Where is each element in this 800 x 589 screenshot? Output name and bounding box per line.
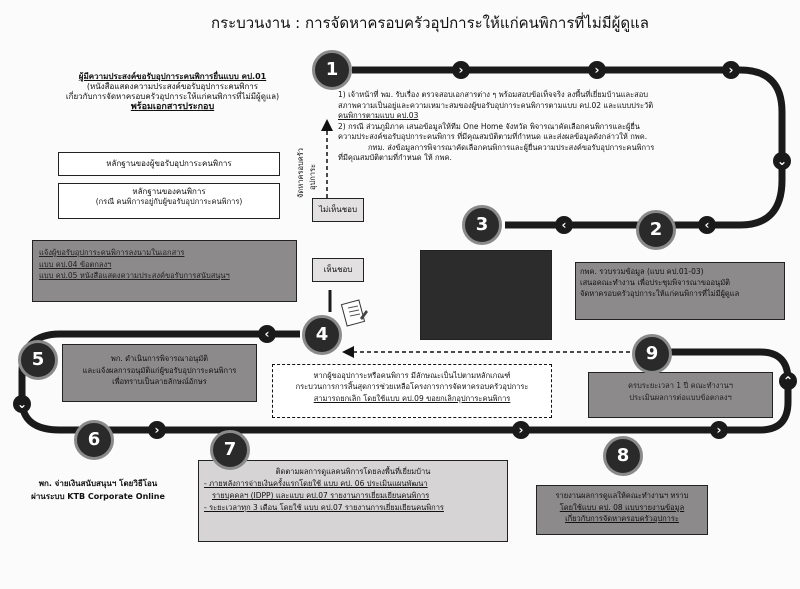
chevron-right-icon: › xyxy=(512,421,530,439)
notify-box: แจ้งผู้ขอรับอุปการะคนพิการลงนามในเอกสาร … xyxy=(32,240,297,302)
applicant-sub-2: เกี่ยวกับการจัดหาครอบครัวอุปการะให้แก่คน… xyxy=(65,92,280,101)
chevron-down-icon: ⌄ xyxy=(13,395,31,413)
step9-line-1: ครบระยะเวลา 1 ปี คณะทำงานฯ xyxy=(628,381,733,390)
step1-p5: ความประสงค์ขอรับอุปการะคนพิการ ที่มีคุณส… xyxy=(338,132,648,141)
doc2-line-2: (กรณี คนพิการอยู่กับผู้ขอรับอุปการะคนพิก… xyxy=(95,197,243,206)
step-9-badge: 9 xyxy=(632,334,672,374)
step3-box xyxy=(420,250,552,340)
step-7-badge: 7 xyxy=(210,430,250,470)
step5-line-1: พก. ดำเนินการพิจารณาอนุมัติ xyxy=(110,354,209,363)
step1-text: 1) เจ้าหน้าที่ พม. รับเรื่อง ตรวจสอบเอกส… xyxy=(338,90,758,164)
step2-line-3: จัดหาครอบครัวอุปการะให้แก่คนพิการที่ไม่ม… xyxy=(580,288,740,298)
step1-p6: กทม. ส่งข้อมูลการพิจารณาคัดเลือกคนพิการแ… xyxy=(368,142,655,152)
chevron-right-icon: › xyxy=(710,421,728,439)
track-top xyxy=(352,66,786,229)
notify-line-1: แจ้งผู้ขอรับอุปการะคนพิการลงนามในเอกสาร xyxy=(39,248,185,257)
chevron-right-icon: › xyxy=(722,61,740,79)
step9-line-2: ประเมินผลการต่อแบบข้อตกลงฯ xyxy=(629,392,732,402)
step-2-badge: 2 xyxy=(636,210,676,250)
side-label-b: อุปการะ xyxy=(308,140,322,190)
step8-line-2: โดยใช้แบบ คป. 08 แบบรายงานข้อมูล xyxy=(559,502,685,512)
step-8-badge: 8 xyxy=(603,436,643,476)
docs-heading: พร้อมเอกสารประกอบ xyxy=(130,102,215,112)
doc2-line-1: หลักฐานของคนพิการ xyxy=(132,187,206,196)
not-agree-box: ไม่เห็นชอบ xyxy=(312,198,364,222)
step7-line-1: ติดตามผลการดูแลคนพิการโดยลงพื้นที่เยี่ยม… xyxy=(275,467,431,476)
step6-text: พก. จ่ายเงินสนับสนุนฯ โดยวิธีโอน ผ่านระบ… xyxy=(8,478,188,504)
chevron-right-icon: › xyxy=(588,61,606,79)
doc-box-applicant: หลักฐานของผู้ขอรับอุปการะคนพิการ xyxy=(58,152,280,176)
step7-box: ติดตามผลการดูแลคนพิการโดยลงพื้นที่เยี่ยม… xyxy=(198,460,508,542)
step7-line-2: - ภายหลังการจ่ายเงินครั้งแรกโดยใช้ แบบ ค… xyxy=(204,479,428,488)
chevron-up-icon: ⌃ xyxy=(779,372,797,390)
step5-line-3: เพื่อทราบเป็นลายลักษณ์อักษร xyxy=(112,377,207,387)
step-4-badge: 4 xyxy=(302,315,342,355)
chevron-left-icon: ‹ xyxy=(258,325,276,343)
document-sign-icon xyxy=(340,299,368,327)
step2-box: กพค. รวบรวมข้อมูล (แบบ คป.01-03) เสนอคณะ… xyxy=(575,262,785,320)
step2-line-1: กพค. รวบรวมข้อมูล (แบบ คป.01-03) xyxy=(580,267,704,276)
cancel-line-2: กระบวนการการสิ้นสุดการช่วยเหลือโครงการกา… xyxy=(295,382,529,392)
agree-box: เห็นชอบ xyxy=(312,258,364,282)
step8-box: รายงานผลการดูแลให้คณะทำงานฯ ทราบ โดยใช้แ… xyxy=(536,485,708,535)
step1-p3: คนพิการตามแบบ คป.03 xyxy=(338,111,419,120)
step-1-badge: 1 xyxy=(312,50,352,90)
chevron-left-icon: ‹ xyxy=(698,216,716,234)
step1-p1: 1) เจ้าหน้าที่ พม. รับเรื่อง ตรวจสอบเอกส… xyxy=(338,90,648,99)
step-6-badge: 6 xyxy=(74,420,114,460)
step7-line-4: - ระยะเวลาทุก 3 เดือน โดยใช้ แบบ คป.07 ร… xyxy=(204,503,444,512)
step8-line-3: เกี่ยวกับการจัดหาครอบครัวอุปการะ xyxy=(565,514,679,524)
step-5-badge: 5 xyxy=(18,340,58,380)
step1-p7: ที่มีคุณสมบัติตามที่กำหนด ให้ กพค. xyxy=(338,153,452,162)
step-3-badge: 3 xyxy=(462,205,502,245)
step8-line-1: รายงานผลการดูแลให้คณะทำงานฯ ทราบ xyxy=(555,491,689,500)
applicant-heading: ผู้มีความประสงค์ขอรับอุปการะคนพิการยื่นแ… xyxy=(78,72,267,81)
side-label-1: จัดหาครอบครัว xyxy=(296,148,305,198)
chevron-down-icon: ⌄ xyxy=(773,152,791,170)
step2-line-2: เสนอคณะทำงาน เพื่อประชุมพิจารณาขออนุมัติ xyxy=(580,277,731,287)
doc-box-disabled: หลักฐานของคนพิการ (กรณี คนพิการอยู่กับผู… xyxy=(58,183,280,219)
step7-line-3: รายบุคคลฯ (IDPP) และแบบ คป.07 รายงานการเ… xyxy=(212,491,430,500)
step6-line-2: ผ่านระบบ KTB Corporate Online xyxy=(31,491,165,501)
step1-p2: สภาพความเป็นอยู่และความเหมาะสมของผู้ขอรั… xyxy=(338,100,654,110)
step1-p4: 2) กรณี ส่วนภูมิภาค เสนอข้อมูลให้ทีม One… xyxy=(338,121,640,131)
cancel-line-1: หากผู้ขออุปการะหรือคนพิการ มีลักษณะเป็นไ… xyxy=(313,371,511,380)
step5-box: พก. ดำเนินการพิจารณาอนุมัติ และแจ้งผลการ… xyxy=(62,344,257,402)
applicant-block: ผู้มีความประสงค์ขอรับอุปการะคนพิการยื่นแ… xyxy=(45,72,300,113)
cancel-line-3: สามารถยกเลิก โดยใช้แบบ คป.09 ขอยกเลิกอุป… xyxy=(313,393,511,403)
chevron-left-icon: ‹ xyxy=(555,216,573,234)
cancel-box: หากผู้ขออุปการะหรือคนพิการ มีลักษณะเป็นไ… xyxy=(272,364,552,418)
side-label-2: อุปการะ xyxy=(308,163,317,190)
applicant-sub-1: (หนังสือแสดงความประสงค์ขอรับอุปการะคนพิก… xyxy=(86,82,259,91)
notify-line-2: แบบ คป.04 ข้อตกลงฯ xyxy=(39,259,112,269)
page-title: กระบวนงาน : การจัดหาครอบครัวอุปการะให้แก… xyxy=(211,14,649,32)
step9-box: ครบระยะเวลา 1 ปี คณะทำงานฯ ประเมินผลการต… xyxy=(588,372,773,418)
notify-line-3: แบบ คป.05 หนังสือแสดงความประสงค์ขอรับการ… xyxy=(39,271,230,281)
step5-line-2: และแจ้งผลการอนุมัติแก่ผู้ขอรับอุปการะคนพ… xyxy=(82,365,237,375)
step6-line-1: พก. จ่ายเงินสนับสนุนฯ โดยวิธีโอน xyxy=(38,479,158,488)
chevron-right-icon: › xyxy=(148,421,166,439)
chevron-right-icon: › xyxy=(452,61,470,79)
